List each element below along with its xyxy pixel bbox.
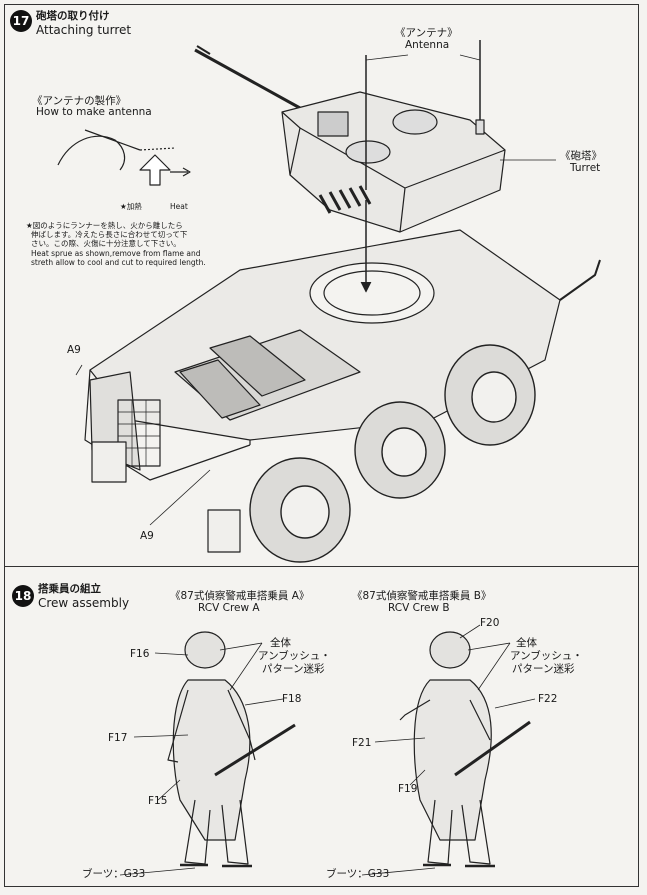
crew-a-title-en: RCV Crew A xyxy=(198,602,260,614)
heat-label-en: Heat xyxy=(170,202,188,211)
note-jp-3: さい。この際、火傷に十分注意して下さい。 xyxy=(31,239,181,248)
section-divider xyxy=(4,566,639,567)
step-18-title-en: Crew assembly xyxy=(38,596,130,610)
part-f17: F17 xyxy=(108,732,128,744)
page-frame xyxy=(4,4,639,887)
crew-b-title-en: RCV Crew B xyxy=(388,602,450,614)
turret-label-jp: 《砲塔》 xyxy=(560,150,602,162)
part-f19: F19 xyxy=(398,783,418,795)
crew-b-camo-2: パターン迷彩 xyxy=(512,663,575,675)
heat-label-jp: ★加熱 xyxy=(120,202,142,211)
part-a9-top: A9 xyxy=(67,344,81,356)
step-17-title-jp: 砲塔の取り付け xyxy=(36,10,110,22)
part-f15: F15 xyxy=(148,795,168,807)
turret-drawing xyxy=(194,40,506,233)
part-f22: F22 xyxy=(538,693,558,705)
step-18-number: 18 xyxy=(12,585,34,607)
antenna-howto-jp: 《アンテナの製作》 xyxy=(32,95,127,107)
crew-a-drawing xyxy=(119,631,296,876)
antenna-making-drawing xyxy=(57,129,191,186)
antenna-howto-en: How to make antenna xyxy=(36,106,152,118)
note-jp-1: ★図のようにランナーを熱し、火から離したら xyxy=(26,221,183,230)
crew-b-all-label: 全体 xyxy=(516,637,537,649)
crew-a-camo-2: パターン迷彩 xyxy=(262,663,325,675)
crew-b-title-jp: 《87式偵察警戒車搭乗員 B》 xyxy=(352,590,492,602)
note-en-1: Heat sprue as shown,remove from flame an… xyxy=(31,249,201,258)
step-17-number: 17 xyxy=(10,10,32,32)
crew-b-boots: ブーツ：G33 xyxy=(326,868,390,880)
part-a9-bottom: A9 xyxy=(140,530,154,542)
crew-a-title-jp: 《87式偵察警戒車搭乗員 A》 xyxy=(170,590,310,602)
crew-a-camo-1: アンブッシュ・ xyxy=(258,650,331,662)
part-f16: F16 xyxy=(130,648,150,660)
antenna-label-jp: 《アンテナ》 xyxy=(395,27,458,39)
part-f21: F21 xyxy=(352,737,372,749)
crew-b-drawing xyxy=(361,624,536,876)
step-17-title-en: Attaching turret xyxy=(36,23,132,37)
crew-a-boots: ブーツ：G33 xyxy=(82,868,146,880)
crew-a-all-label: 全体 xyxy=(270,637,291,649)
crew-b-camo-1: アンブッシュ・ xyxy=(510,650,583,662)
note-en-2: streth allow to cool and cut to required… xyxy=(31,258,206,267)
part-f20: F20 xyxy=(480,617,500,629)
step-18-title-jp: 搭乗員の組立 xyxy=(38,583,101,595)
part-f18: F18 xyxy=(282,693,302,705)
note-jp-2: 伸ばします。冷えたら長さに合わせて切って下 xyxy=(31,230,188,239)
turret-label-en: Turret xyxy=(570,162,601,174)
hull-drawing xyxy=(84,229,601,563)
antenna-label-en: Antenna xyxy=(405,39,450,51)
